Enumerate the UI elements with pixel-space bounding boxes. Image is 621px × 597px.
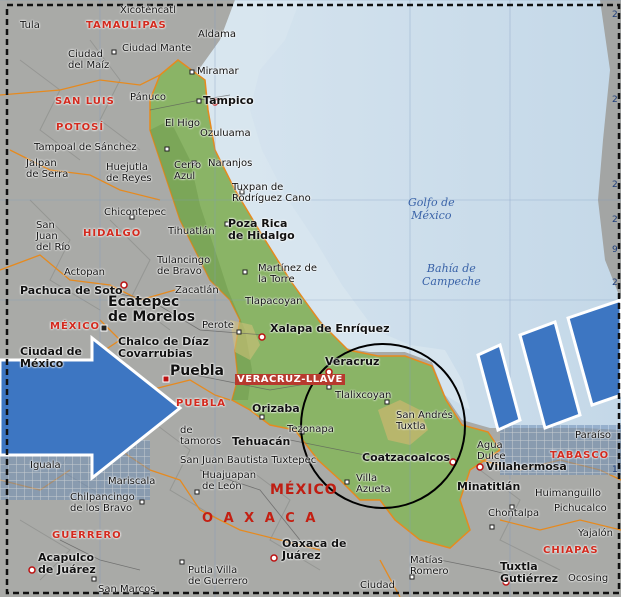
city-yajalon: Yajalón — [578, 528, 613, 539]
city-chicontepec: Chicontepec — [104, 207, 167, 218]
city-tampoal: Tampoal de Sánchez — [34, 142, 137, 153]
veracruz-relief — [150, 120, 252, 400]
city-naranjos: Naranjos — [208, 158, 253, 169]
city-tlalixcoyan: Tlalixcoyan — [335, 390, 392, 401]
state-label-puebla: PUEBLA — [176, 398, 227, 409]
city-aldama: Aldama — [198, 29, 236, 40]
city-huejutla: Huejutla de Reyes — [106, 162, 152, 184]
state-label-oaxaca: O A X A C A — [202, 511, 319, 526]
city-tula: Tula — [20, 20, 40, 31]
city-mariscala: Mariscala — [108, 476, 156, 487]
city-markers — [59, 49, 515, 582]
city-xalapa: Xalapa de Enríquez — [270, 322, 390, 335]
state-label-chiapas: CHIAPAS — [543, 545, 599, 556]
capital-markers — [28, 98, 510, 586]
edge-label-2: 2 — [612, 180, 618, 190]
state-label-guerrero: GUERRERO — [52, 530, 122, 541]
city-matias-romero: Matías Romero — [410, 555, 449, 577]
state-label-hidalgo: HIDALGO — [83, 228, 142, 239]
city-tampico: Tampico — [203, 94, 254, 107]
decorative-bands — [476, 298, 621, 433]
city-san-andres: San Andrés Tuxtla — [396, 410, 453, 432]
edge-label-1: 2 — [612, 95, 618, 105]
city-huajuapan: Huajuapan de León — [202, 470, 257, 492]
city-cerro-azul: Cerro Azul — [174, 160, 202, 182]
state-label-mexico: MÉXICO — [50, 321, 101, 332]
city-paraiso: Paraíso — [575, 430, 612, 441]
city-actopan: Actopan — [64, 267, 106, 278]
city-pachuca: Pachuca de Soto — [20, 284, 123, 297]
city-chontalpa: Chontalpa — [488, 508, 540, 519]
city-tezonapa: Tezonapa — [287, 424, 334, 435]
city-perote: Perote — [202, 320, 234, 331]
state-label-tabasco: TABASCO — [550, 450, 610, 461]
city-ciudad: Ciudad — [360, 580, 395, 591]
city-putla: Putla Villa de Guerrero — [188, 565, 248, 587]
city-coatzacoalcos: Coatzacoalcos — [362, 451, 451, 464]
state-label-san-luis: SAN LUIS — [55, 96, 115, 107]
city-poza-rica: Poza Rica de Hidalgo — [228, 217, 295, 242]
city-orizaba: Orizaba — [252, 402, 300, 415]
tuxtla-highlands — [378, 400, 428, 445]
city-villa-azueta: Villa Azueta — [356, 473, 391, 495]
city-iguala: Iguala — [30, 460, 61, 471]
city-ciudad-del-maiz: Ciudad del Maíz — [68, 49, 110, 71]
state-label-veracruz-llave: VERACRUZ-LLAVE — [235, 374, 345, 385]
city-de-tamoros: de tamoros — [180, 425, 222, 447]
map-frame — [5, 3, 621, 595]
pointer-arrow[interactable] — [0, 334, 183, 482]
city-ecatepec: Ecatepec de Morelos — [108, 294, 196, 325]
city-ciudad-de-mexico: Ciudad de México — [20, 345, 83, 370]
city-martinez: Martínez de la Torre — [258, 263, 317, 285]
city-tlapacoyan: Tlapacoyan — [245, 296, 303, 307]
city-tulancingo: Tulancingo de Bravo — [157, 255, 211, 277]
country-label: MÉXICO — [270, 482, 338, 498]
city-chalco: Chalco de Díaz Covarrubias — [118, 335, 209, 360]
city-oaxaca: Oaxaca de Juárez — [282, 537, 347, 562]
state-label-potosi: POTOSÍ — [56, 122, 105, 133]
capital-square — [162, 375, 170, 383]
city-san-juan-bautista: San Juan Bautista Tuxtepec — [180, 455, 317, 466]
landmass-east — [598, 0, 621, 300]
city-tuxtla: Tuxtla Gutiérrez — [500, 560, 559, 585]
city-huimanguillo: Huimanguillo — [535, 488, 601, 499]
city-san-marcos: San Marcos — [98, 584, 156, 595]
city-zacatlan: Zacatlán — [175, 285, 219, 296]
edge-label-6: 2 — [612, 10, 618, 20]
city-ocosing: Ocosing — [568, 573, 609, 584]
city-miramar: Miramar — [197, 66, 239, 77]
city-agua-dulce: Agua Dulce — [477, 440, 506, 462]
city-minatitlan: Minatitlán — [457, 480, 521, 493]
water-label-golfo: Golfo de México — [408, 196, 455, 222]
water-label-bahia: Bahía de Campeche — [422, 262, 481, 288]
city-villahermosa: Villahermosa — [486, 460, 567, 473]
edge-label-5: 2 — [612, 278, 618, 288]
city-chilpancingo: Chilpancingo de los Bravo — [70, 492, 135, 514]
city-veracruz: Veracruz — [325, 355, 380, 368]
city-panuco: Pánuco — [130, 92, 167, 103]
city-puebla: Puebla — [170, 363, 224, 379]
city-xicotencatl: Xicoténcatl — [120, 5, 176, 16]
edge-label-3: 2 — [612, 215, 618, 225]
city-pichucalco: Pichucalco — [554, 503, 607, 514]
city-ozuluama: Ozuluama — [200, 128, 251, 139]
city-tihuatlan: Tihuatlán — [168, 226, 215, 237]
city-el-higo: El Higo — [165, 118, 201, 129]
city-san-juan-del-rio: San Juan del Río — [36, 220, 71, 253]
city-jalpan: Jalpan de Serra — [26, 158, 69, 180]
hatched-area-right — [500, 425, 621, 475]
city-acapulco: Acapulco de Juárez — [38, 551, 96, 576]
edge-label-4: 1 — [612, 465, 618, 475]
state-label-tamaulipas: TAMAULIPAS — [86, 20, 167, 31]
city-tuxpan: Tuxpan de Rodríguez Cano — [232, 182, 311, 204]
city-tehuacan: Tehuacán — [232, 435, 291, 448]
edge-label-7: 9 — [612, 245, 618, 255]
capital-square-mexico — [100, 324, 108, 332]
city-ciudad-mante: Ciudad Mante — [122, 43, 192, 54]
highlight-circle — [300, 343, 466, 509]
